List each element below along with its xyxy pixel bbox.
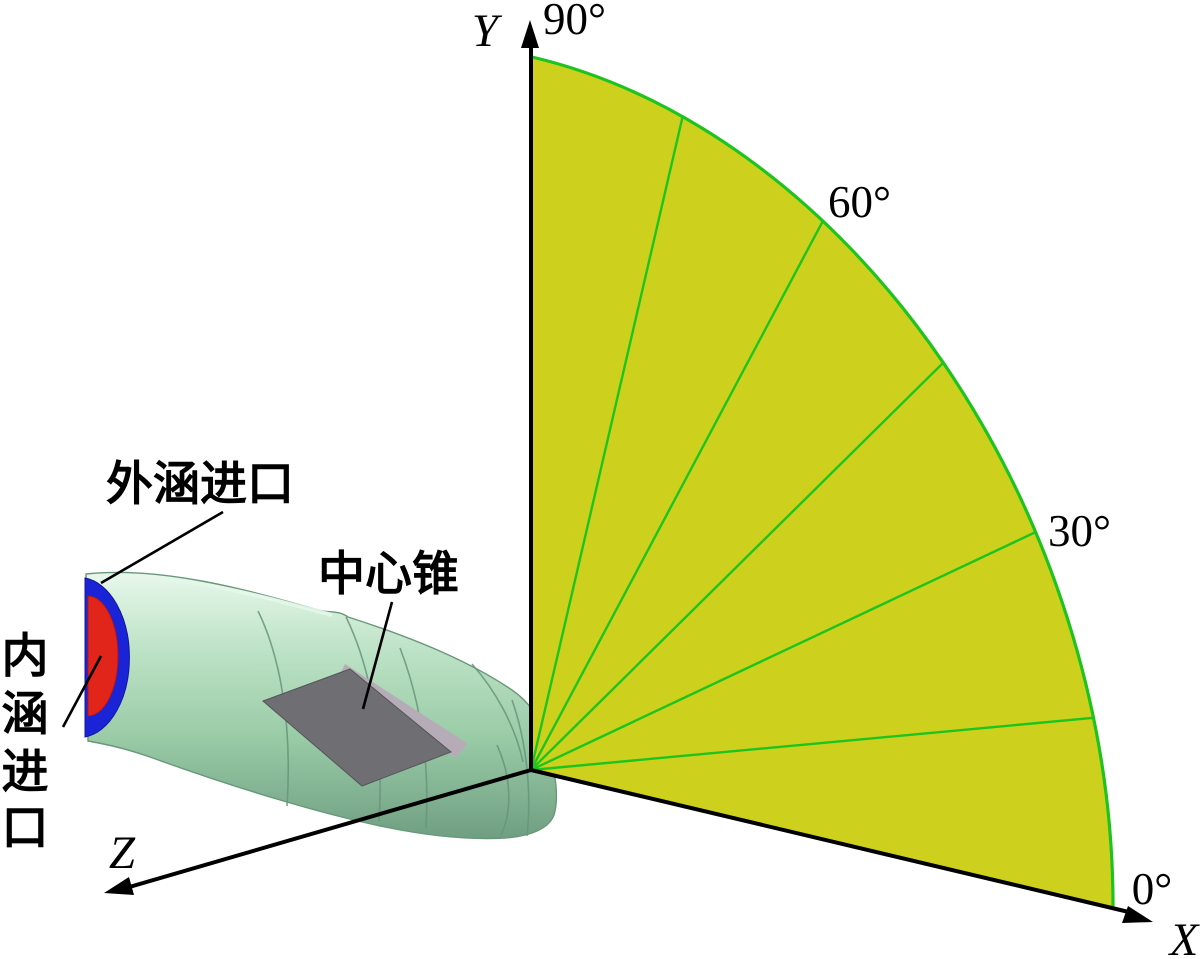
- fan-radial-line-45deg: [531, 266, 943, 867]
- x-axis-arrowhead: [1122, 906, 1153, 923]
- z-axis-label: Z: [109, 827, 136, 879]
- fan-radial-line-15deg: [531, 585, 1093, 902]
- axes: [104, 20, 1153, 923]
- duct-top-highlight: [91, 575, 333, 617]
- center-cone-panel: [262, 668, 452, 787]
- core-inlet-label: 内 涵 进 口: [2, 631, 49, 855]
- core-inlet-char-4: 口: [2, 803, 49, 855]
- center-cone-label: 中心锥: [318, 549, 459, 601]
- z-axis: [125, 768, 532, 890]
- angle-label-0: 0°: [1132, 864, 1173, 914]
- x-axis-label: X: [1168, 914, 1200, 959]
- x-axis: [530, 768, 1134, 915]
- fan-radial-line-30deg: [531, 414, 1036, 889]
- fan-radial-line-75deg: [531, 81, 683, 805]
- engine-duct-model: [84, 571, 558, 840]
- angle-label-90: 90°: [543, 0, 606, 44]
- angle-label-60: 60°: [828, 177, 891, 227]
- duct-seam-4: [511, 699, 530, 837]
- y-axis-arrowhead: [521, 20, 539, 48]
- core-inlet-char-2: 涵: [2, 689, 49, 741]
- bypass-inlet-label: 外涵进口: [106, 459, 294, 511]
- angle-label-30: 30°: [1048, 506, 1111, 556]
- duct-tail-seam: [496, 744, 510, 836]
- core-inlet-char-1: 内: [2, 631, 49, 683]
- bypass-inlet-leader: [100, 510, 224, 585]
- fan-arc-edge: [531, 57, 1114, 907]
- duct-nozzle-lip: [471, 663, 524, 763]
- fan-sector-group: [531, 57, 1114, 907]
- core-inlet-char-3: 进: [2, 747, 49, 799]
- fan-radial-line-60deg: [531, 153, 823, 839]
- leader-lines: [61, 510, 394, 728]
- z-axis-arrowhead: [104, 877, 134, 895]
- center-cone-leader: [361, 601, 394, 710]
- core-inlet-leader: [61, 655, 103, 728]
- y-axis-label: Y: [472, 5, 503, 57]
- core-inlet-disc: [87, 595, 119, 717]
